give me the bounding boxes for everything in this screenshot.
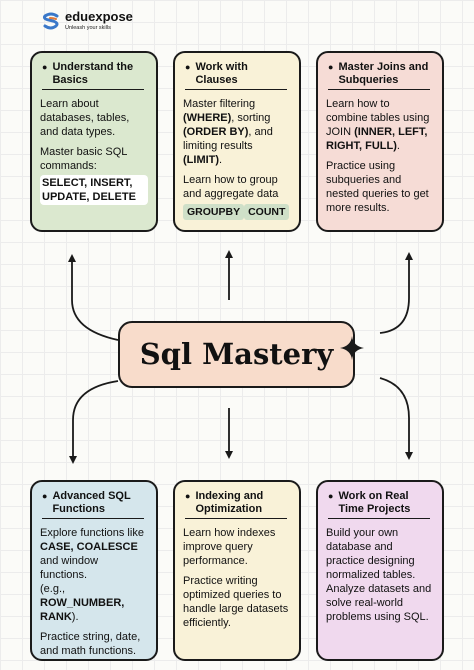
card-indexing-optimization: ●Indexing and Optimization Learn how ind… xyxy=(173,480,301,661)
arrow-to-projects xyxy=(379,377,413,460)
card-master-joins: ●Master Joins and Subqueries Learn how t… xyxy=(316,51,444,232)
chip-groupby: GROUPBY xyxy=(183,204,245,220)
bullet-icon: ● xyxy=(42,62,48,72)
card-understand-basics: ●Understand the Basics Learn about datab… xyxy=(30,51,158,232)
stacked-s-logo-icon xyxy=(43,12,59,30)
central-title: Sql Mastery xyxy=(139,337,334,371)
central-topic: Sql Mastery xyxy=(118,321,355,388)
card-text: Learn about databases, tables, and data … xyxy=(40,98,130,138)
card-title: ●Indexing and Optimization xyxy=(185,490,287,519)
bullet-icon: ● xyxy=(185,491,191,501)
arrow-to-joins xyxy=(379,252,413,334)
chip-count: COUNT xyxy=(244,204,290,220)
card-text: Master basic SQL commands: xyxy=(40,146,128,172)
arrow-to-basics xyxy=(68,254,119,341)
sparkle-icon xyxy=(340,336,364,360)
brand-tagline: Unleash your skills xyxy=(65,25,111,31)
card-text: Build your own database and practice des… xyxy=(326,527,416,581)
card-text: (e.g., ROW_NUMBER, RANK). xyxy=(40,583,125,623)
card-advanced-functions: ●Advanced SQL Functions Explore function… xyxy=(30,480,158,661)
card-text: Learn how indexes improve query performa… xyxy=(183,527,276,567)
arrow-to-functions xyxy=(69,380,119,464)
card-title: ●Understand the Basics xyxy=(42,61,144,90)
bullet-icon: ● xyxy=(328,491,334,501)
card-title: ●Work with Clauses xyxy=(185,61,287,90)
card-text: Practice string, date, and math function… xyxy=(40,631,141,657)
card-text: Master filtering (WHERE), sorting (ORDER… xyxy=(183,98,273,166)
card-title: ●Work on Real Time Projects xyxy=(328,490,430,519)
card-text: Analyze datasets and solve real-world pr… xyxy=(326,583,432,623)
sql-commands: SELECT, INSERT, UPDATE, DELETE xyxy=(40,175,148,205)
card-text: Practice using subqueries and nested que… xyxy=(326,160,429,214)
card-title: ●Advanced SQL Functions xyxy=(42,490,144,519)
card-text: Explore functions like CASE, COALESCE an… xyxy=(40,527,144,581)
brand-name: eduexpose xyxy=(65,9,133,24)
bullet-icon: ● xyxy=(328,62,334,72)
card-title: ●Master Joins and Subqueries xyxy=(328,61,430,90)
card-text: Learn how to group and aggregate data xyxy=(183,174,279,200)
card-real-projects: ●Work on Real Time Projects Build your o… xyxy=(316,480,444,661)
card-work-clauses: ●Work with Clauses Master filtering (WHE… xyxy=(173,51,301,232)
bullet-icon: ● xyxy=(42,491,48,501)
card-text: Learn how to combine tables using JOIN (… xyxy=(326,98,430,152)
bullet-icon: ● xyxy=(185,62,191,72)
card-text: Practice writing optimized queries to ha… xyxy=(183,575,289,629)
